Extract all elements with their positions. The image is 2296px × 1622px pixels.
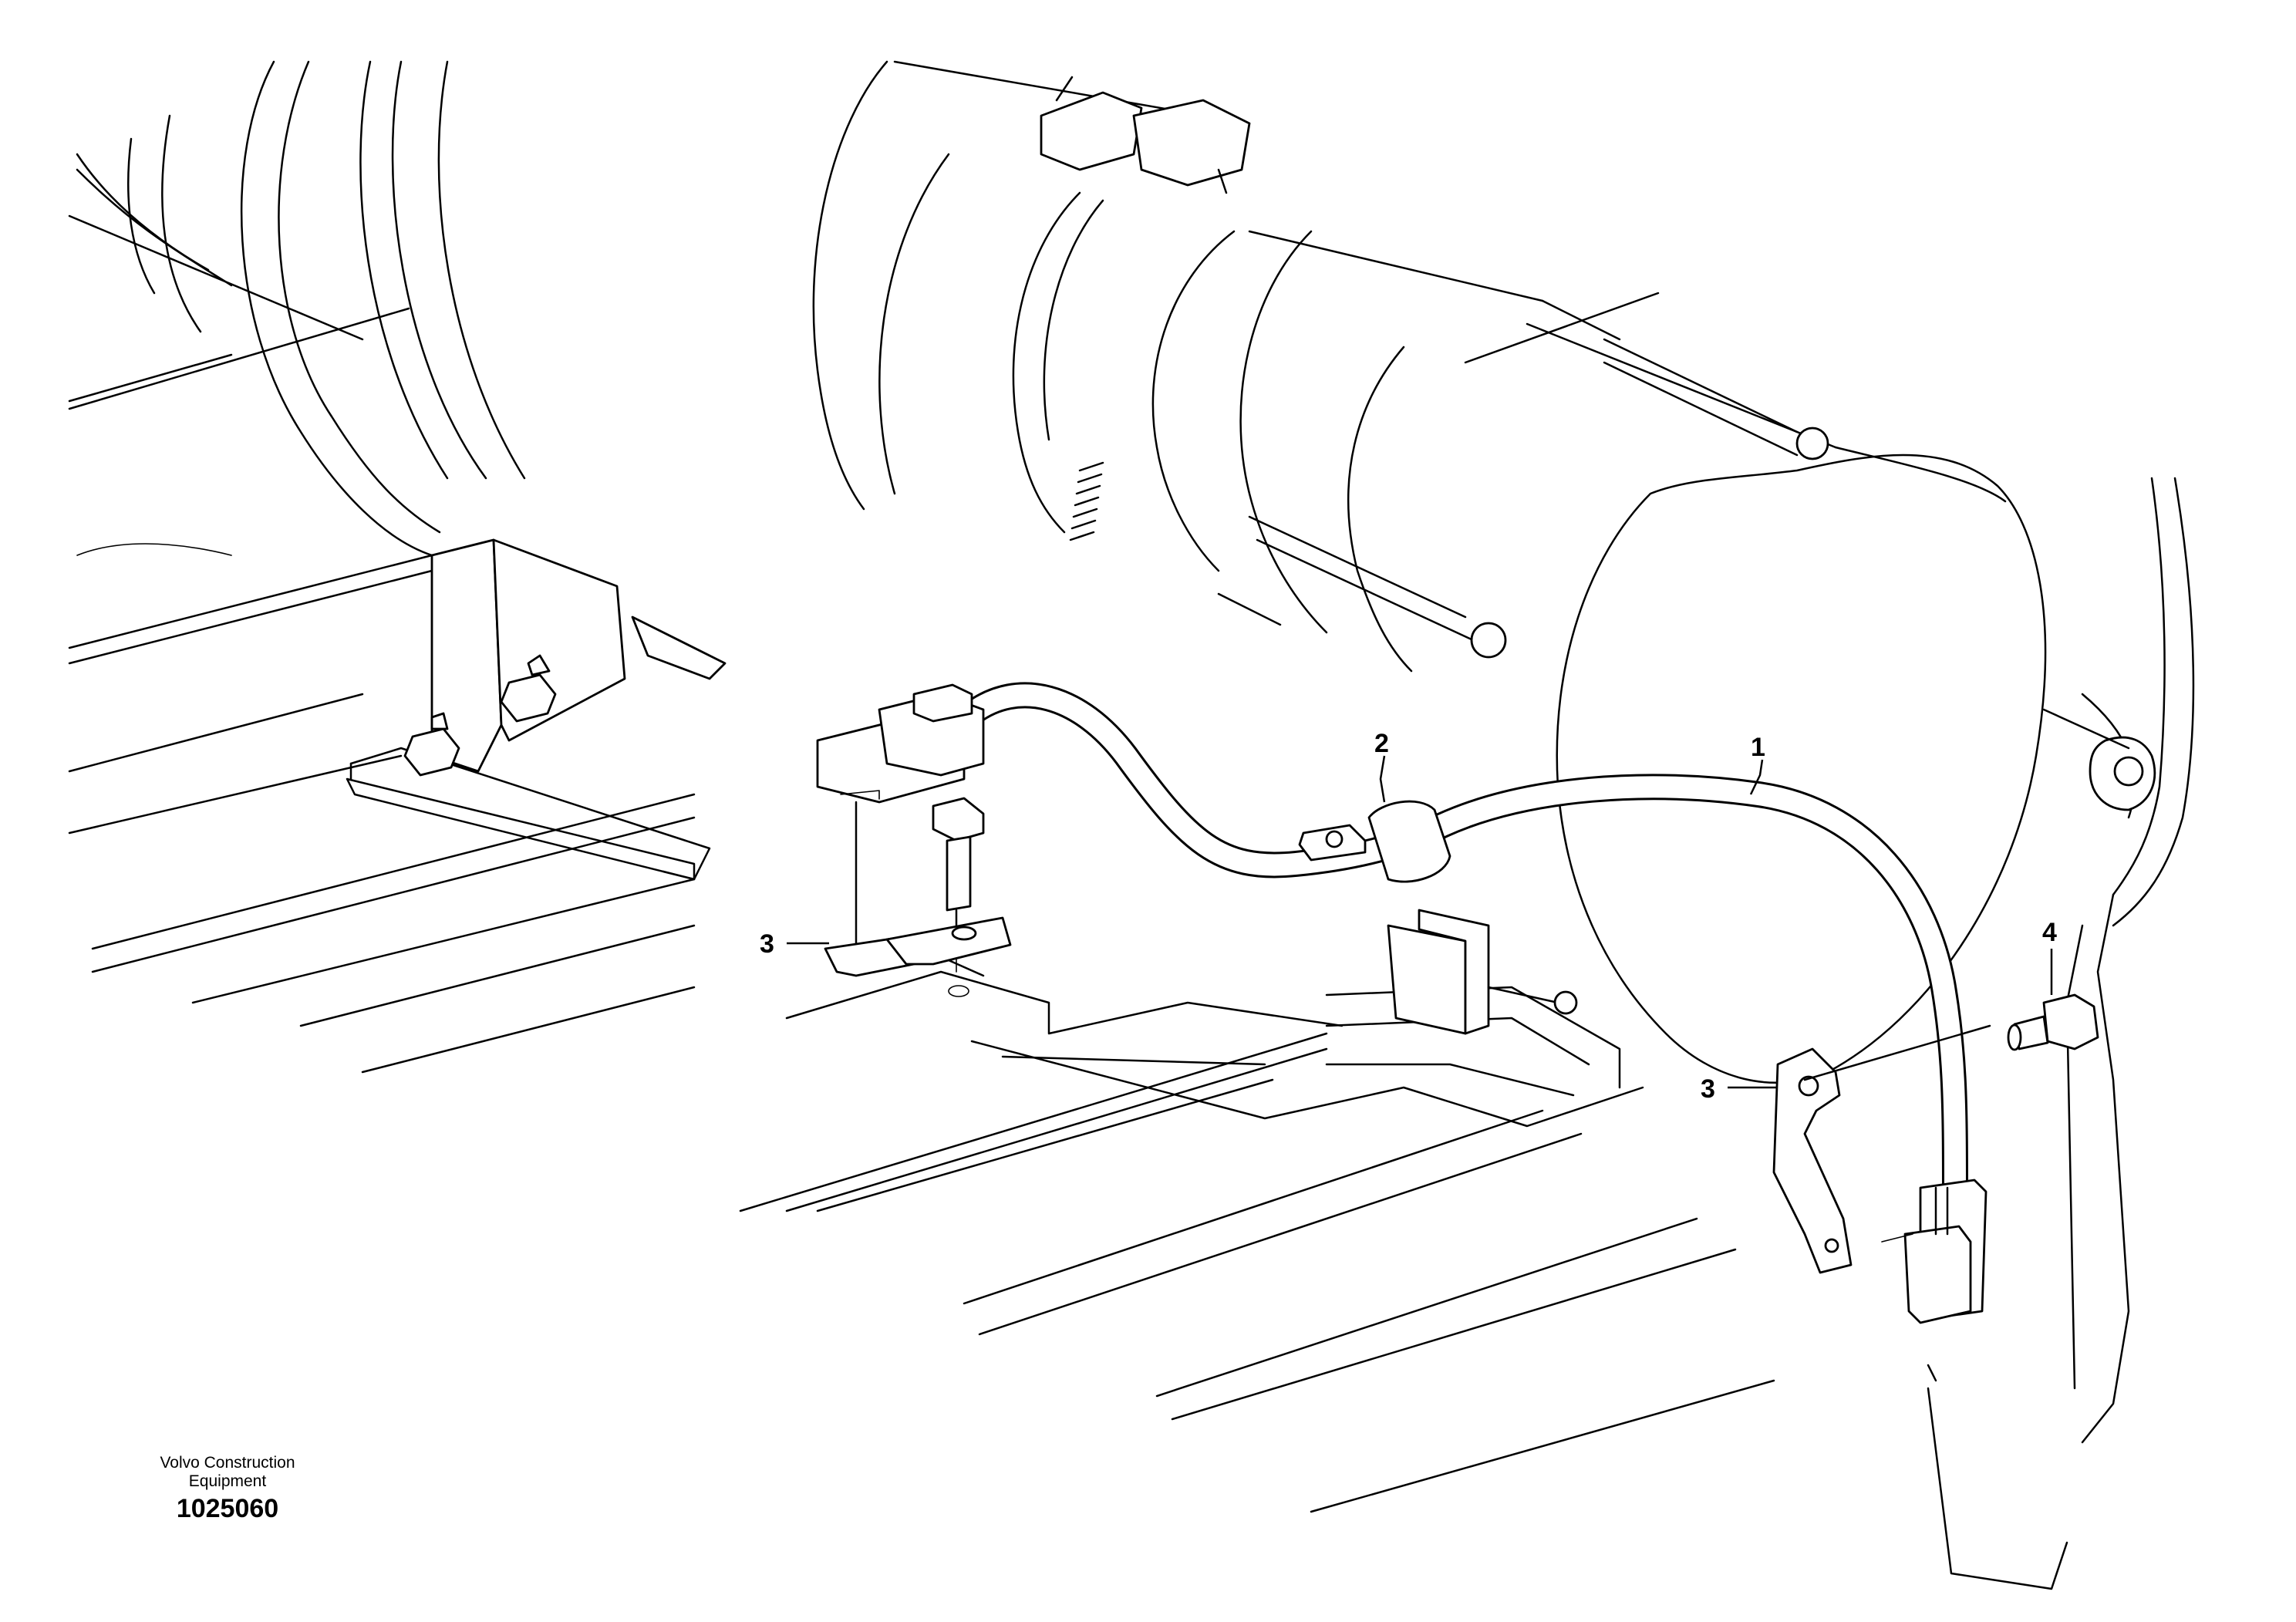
bracket-plate-right <box>1772 1024 1991 1274</box>
left-support-bracket <box>403 538 727 777</box>
left-connector <box>816 683 985 977</box>
wire-harness <box>959 682 1968 1216</box>
main-cylinder <box>359 60 2136 1084</box>
callout-leaders <box>787 755 2053 1089</box>
callout-1: 1 <box>1751 733 1765 762</box>
right-connector <box>1881 1179 1988 1324</box>
bolt-left <box>932 797 985 997</box>
callout-3-left: 3 <box>760 929 774 959</box>
callout-3-right: 3 <box>1701 1074 1715 1104</box>
drawing-number: 1025060 <box>176 1494 279 1523</box>
top-clamp <box>1040 76 1251 194</box>
brand-line-2: Equipment <box>188 1472 267 1490</box>
brand-line-1: Volvo Construction <box>160 1454 295 1472</box>
bracket-plate-left <box>824 916 1012 977</box>
screw-right <box>2007 993 2099 1051</box>
left-duct <box>76 60 441 557</box>
brand-block: Volvo Construction Equipment <box>123 1454 332 1491</box>
right-frame <box>1927 477 2195 1590</box>
lower-bracket <box>1387 909 1578 1035</box>
platform-frame <box>68 214 1775 1513</box>
clip <box>1298 800 1451 883</box>
callout-2: 2 <box>1374 729 1389 758</box>
callout-4: 4 <box>2042 918 2057 947</box>
callout-labels: 1 2 3 3 4 <box>760 729 2057 1104</box>
